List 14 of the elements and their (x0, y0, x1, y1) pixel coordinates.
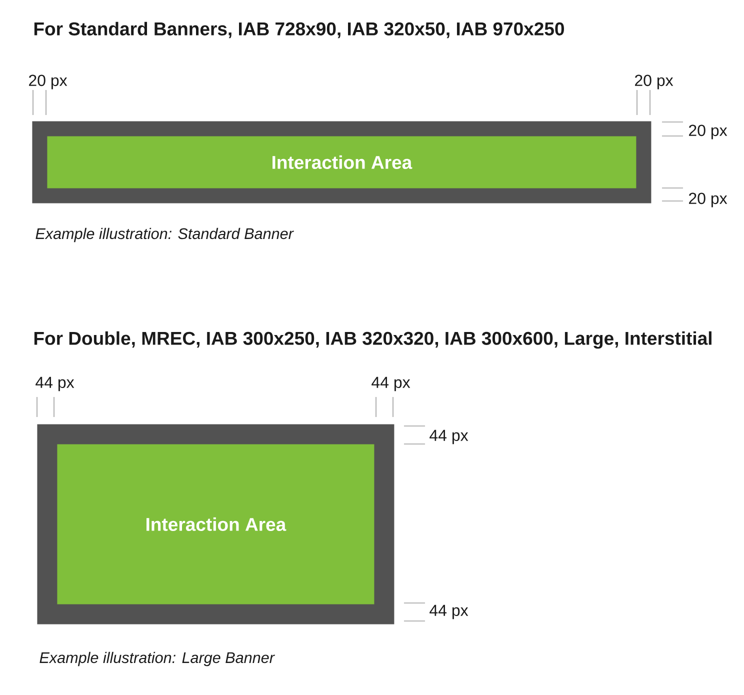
dimension-label: 20 px (689, 124, 728, 140)
caption: Example illustration: Large Banner (40, 652, 275, 666)
dimension-label: 20 px (635, 74, 674, 90)
dimension-label: 44 px (36, 376, 74, 392)
dimension-label: 44 px (430, 430, 468, 444)
dimension-label: 20 px (689, 192, 728, 208)
interaction-area-box: Interaction Area (47, 136, 636, 188)
dimension-label: 44 px (372, 376, 410, 392)
dimension-label: 20 px (29, 74, 68, 90)
caption: Example illustration: Standard Banner (36, 228, 294, 242)
title-heading: For Double, MREC, IAB 300x250, IAB 320x320, IAB 300x600, Large, Interstitial (34, 331, 712, 349)
title-heading: For Standard Banners, IAB 728x90, IAB 320x50, IAB 970x250 (34, 22, 564, 38)
interaction-area-box: Interaction Area (57, 444, 374, 604)
dimension-label: 44 px (430, 604, 468, 620)
